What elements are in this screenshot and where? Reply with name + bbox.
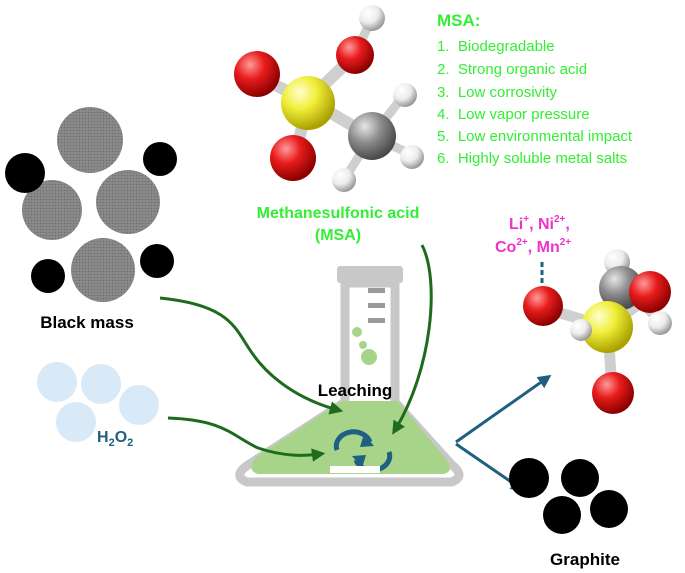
reagent-label: Methanesulfonic acid (MSA) (257, 205, 420, 244)
flask-graduation-mark (368, 288, 385, 293)
peroxide-label: H2O2 (97, 429, 133, 449)
msa-flow-arrow (392, 244, 433, 435)
black-mass-black-particle (143, 142, 177, 176)
black-mass-black-particle (140, 244, 174, 278)
graphite-particle (543, 496, 581, 534)
black-mass-grey-particle (71, 238, 135, 302)
anion-hydrogen-atom (648, 311, 672, 335)
flask-bubble (361, 349, 377, 365)
reagent-abbreviation: (MSA) (315, 227, 361, 244)
msa-carbon-atom (348, 112, 396, 160)
graphite-particle (561, 459, 599, 497)
msa-anion-molecule (523, 249, 672, 414)
black-mass-particles: Black mass (5, 107, 177, 332)
leaching-label: Leaching (318, 381, 393, 400)
msa-oxygen-atom (270, 135, 316, 181)
leaching-flask: Leaching (235, 266, 464, 487)
anion-oxygen-atom (592, 372, 634, 414)
anion-hydrogen-atom (570, 319, 592, 341)
black-mass-grey-particle (22, 180, 82, 240)
graphite-particle (590, 490, 628, 528)
msa-property-item: 5. Low environmental impact (437, 128, 633, 145)
peroxide-bubble (56, 402, 96, 442)
msa-hydrogen-atom (359, 5, 385, 31)
anion-oxygen-atom (523, 286, 563, 326)
msa-oxygen-atom (336, 36, 374, 74)
peroxide-bubble (119, 385, 159, 425)
flask-graduation-mark (368, 303, 385, 308)
black-mass-grey-particle (57, 107, 123, 173)
msa-property-item: 6. Highly soluble metal salts (437, 150, 627, 167)
black-mass-black-particle (5, 153, 45, 193)
stir-bar (330, 466, 380, 473)
msa-oxygen-atom (234, 51, 280, 97)
msa-property-item: 4. Low vapor pressure (437, 106, 590, 123)
msa-property-item: 1. Biodegradable (437, 38, 555, 55)
msa-property-item: 2. Strong organic acid (437, 61, 587, 78)
reagent-name: Methanesulfonic acid (257, 205, 420, 222)
peroxide-bubble (37, 362, 77, 402)
msa-properties-panel: MSA: 1. Biodegradable 2. Strong organic … (437, 11, 633, 167)
msa-hydrogen-atom (400, 145, 424, 169)
metal-ions-line-2: Co2+, Mn2+ (495, 237, 571, 256)
peroxide-bubble (81, 364, 121, 404)
black-mass-flow-arrow (159, 296, 344, 415)
graphite-particle (509, 458, 549, 498)
black-mass-grey-particle (96, 170, 160, 234)
msa-molecule (234, 5, 424, 192)
flask-bubble (352, 327, 362, 337)
black-mass-label: Black mass (40, 313, 134, 332)
metal-ions-label: Li+, Ni2+, Co2+, Mn2+ (495, 214, 571, 286)
peroxide-bubbles: H2O2 (37, 362, 159, 449)
msa-property-item: 3. Low corrosivity (437, 84, 558, 101)
metal-ions-line-1: Li+, Ni2+, (509, 214, 570, 233)
flask-neck-rim (337, 266, 403, 283)
flask-graduation-mark (368, 318, 385, 323)
leachate-arrow (455, 374, 552, 444)
leaching-solution (251, 401, 451, 474)
graphite-label: Graphite (550, 550, 620, 569)
msa-panel-title: MSA: (437, 11, 480, 30)
msa-hydrogen-atom (393, 83, 417, 107)
input-flow-arrows (159, 244, 433, 462)
msa-sulfur-atom (281, 76, 335, 130)
flask-bubble (359, 341, 367, 349)
anion-oxygen-atom (629, 271, 671, 313)
msa-hydrogen-atom (332, 168, 356, 192)
black-mass-black-particle (31, 259, 65, 293)
graphite-particles: Graphite (509, 458, 628, 569)
anion-sulfur-atom (581, 301, 633, 353)
peroxide-flow-arrow (167, 416, 326, 462)
